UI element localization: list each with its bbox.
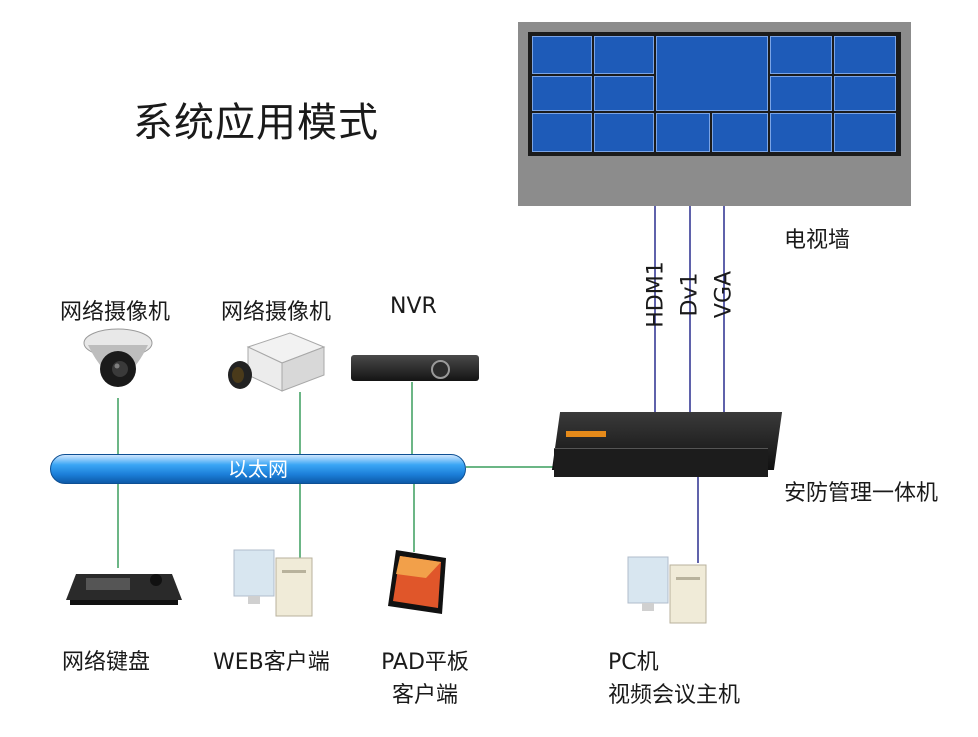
tv-wall (518, 22, 911, 206)
box-camera-icon (228, 332, 326, 392)
hdmi-label: HDM1 (643, 261, 669, 328)
pc-host-icon (627, 556, 707, 624)
pc-label-line1: PC机 (608, 650, 659, 675)
dome-camera-icon (83, 328, 153, 387)
pad-label-line2: 客户端 (391, 683, 458, 708)
tablet-icon (388, 550, 446, 614)
controller-label: 安防管理一体机 (784, 481, 939, 506)
keyboard-label: 网络键盘 (62, 650, 151, 675)
wall-panel (594, 76, 654, 111)
tv-wall-label: 电视墙 (784, 228, 851, 253)
pc-label-line2: 视频会议主机 (608, 683, 741, 708)
wall-panel (770, 113, 832, 152)
wall-panel (656, 113, 710, 152)
ethernet-bus (50, 454, 466, 484)
wall-panel (532, 113, 592, 152)
wall-panel (532, 36, 592, 74)
ethernet-label: 以太网 (228, 457, 288, 481)
wall-panel (712, 113, 768, 152)
dvi-label: Dv1 (677, 272, 703, 317)
controller-front-panel (554, 448, 768, 477)
pad-label-line1: PAD平板 (381, 650, 469, 675)
vga-label: VGA (711, 270, 737, 319)
web-client-label: WEB客户端 (213, 650, 330, 675)
nvr-device-icon (351, 355, 479, 381)
wall-panel (770, 36, 832, 74)
tv-wall-screen (528, 32, 901, 156)
wall-panel (532, 76, 592, 111)
wall-panel-large (656, 36, 768, 111)
wall-panel (834, 36, 896, 74)
diagram-title: 系统应用模式 (133, 100, 379, 146)
wall-panel (594, 113, 654, 152)
nvr-knob (431, 360, 450, 379)
wall-panel (834, 76, 896, 111)
camera1-label: 网络摄像机 (60, 300, 171, 325)
camera2-label: 网络摄像机 (221, 300, 332, 325)
controller-brand-tag (566, 431, 606, 437)
wall-panel (834, 113, 896, 152)
wall-panel (770, 76, 832, 111)
web-client-pc-icon (233, 549, 313, 617)
wall-panel (594, 36, 654, 74)
ptz-keyboard-icon (66, 574, 182, 605)
nvr-label: NVR (390, 294, 437, 319)
